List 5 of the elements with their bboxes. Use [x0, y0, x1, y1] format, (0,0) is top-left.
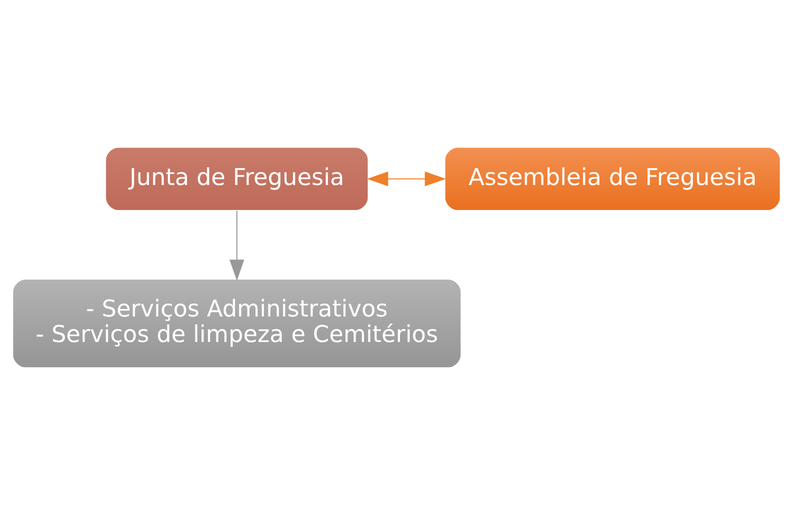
- arrow: [367, 171, 446, 186]
- node-box: Junta de Freguesia: [104, 146, 369, 212]
- node-box: Assembleia de Freguesia: [444, 146, 781, 212]
- node-box: - Serviços Administrativos - Serviços de limpeza e Cemitérios: [12, 278, 462, 368]
- arrow: [230, 210, 244, 281]
